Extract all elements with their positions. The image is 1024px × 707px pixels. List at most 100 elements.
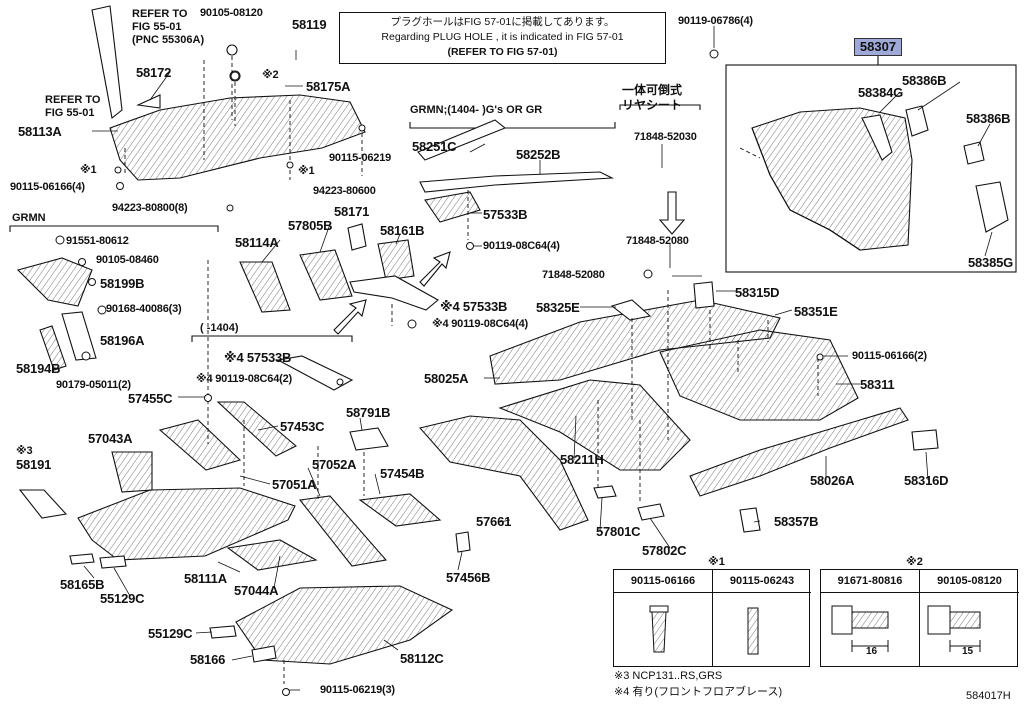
part-label[interactable]: ※4 90119-08C64(4) bbox=[432, 318, 528, 330]
part-label[interactable]: 58114A bbox=[235, 235, 279, 250]
dimension-16: 16 bbox=[866, 646, 878, 657]
part-label[interactable]: 58191 bbox=[16, 457, 52, 472]
part-label[interactable]: 58386B bbox=[966, 111, 1011, 126]
group-grmn: GRMN bbox=[12, 212, 46, 224]
refer-top-line1: REFER TO bbox=[132, 8, 188, 20]
note-mark-1: ※1 bbox=[80, 164, 97, 176]
part-label[interactable]: 58251C bbox=[412, 139, 457, 154]
part-label[interactable]: 58113A bbox=[18, 124, 62, 139]
part-label[interactable]: 58025A bbox=[424, 371, 469, 386]
legend-note2-title: ※2 bbox=[906, 556, 923, 568]
seat-caption-jp-1: 一体可倒式 bbox=[622, 83, 683, 97]
note-mark-1: ※1 bbox=[298, 165, 315, 177]
part-label[interactable]: 91551-80612 bbox=[66, 235, 129, 247]
part-label[interactable]: 58111A bbox=[184, 571, 227, 586]
part-label[interactable]: 58171 bbox=[334, 204, 370, 219]
part-label[interactable]: 90105-08460 bbox=[96, 254, 159, 266]
part-label[interactable]: ※4 90119-08C64(2) bbox=[196, 373, 292, 385]
dash-panel-58307 bbox=[751, 105, 1009, 251]
part-label[interactable]: 57043A bbox=[88, 431, 133, 446]
part-label[interactable]: 57052A bbox=[312, 457, 357, 472]
part-label[interactable]: 57802C bbox=[642, 543, 687, 558]
part-label[interactable]: 57801C bbox=[596, 524, 641, 539]
note-line-refer: (REFER TO FIG 57-01) bbox=[447, 46, 558, 58]
part-label[interactable]: 90119-06786(4) bbox=[678, 15, 753, 27]
part-label[interactable]: 58194B bbox=[16, 361, 61, 376]
part-label[interactable]: 57453C bbox=[280, 419, 325, 434]
part-label[interactable]: 58325E bbox=[536, 300, 580, 315]
part-label[interactable]: 58026A bbox=[810, 473, 855, 488]
part-label[interactable]: 58311 bbox=[860, 377, 895, 392]
part-label[interactable]: 58165B bbox=[60, 577, 105, 592]
legend-note1-title: ※1 bbox=[708, 556, 725, 568]
diagram-id: 584017H bbox=[966, 690, 1011, 702]
refer-top-line3: (PNC 55306A) bbox=[132, 34, 205, 46]
part-label[interactable]: 58316D bbox=[904, 473, 949, 488]
note-line-jp: プラグホールはFIG 57-01に掲載してあります。 bbox=[390, 16, 615, 28]
part-label[interactable]: 57051A bbox=[272, 477, 317, 492]
part-label[interactable]: 58196A bbox=[100, 333, 145, 348]
part-label[interactable]: 71848-52030 bbox=[634, 131, 697, 143]
part-label[interactable]: 57044A bbox=[234, 583, 279, 598]
legend-col-header[interactable]: 90115-06243 bbox=[713, 570, 811, 593]
part-label[interactable]: 58385G bbox=[968, 255, 1014, 270]
part-label[interactable]: 58172 bbox=[136, 65, 172, 80]
legend-col-header[interactable]: 91671-80816 bbox=[821, 570, 919, 593]
plug-hole-note: プラグホールはFIG 57-01に掲載してあります。 Regarding PLU… bbox=[339, 12, 666, 64]
part-label[interactable]: 90115-06219 bbox=[329, 152, 392, 164]
part-label[interactable]: 94223-80800(8) bbox=[112, 202, 188, 214]
part-label[interactable]: 90179-05011(2) bbox=[56, 379, 131, 391]
part-label[interactable]: 90168-40086(3) bbox=[106, 303, 182, 315]
part-label[interactable]: 94223-80600 bbox=[313, 185, 376, 197]
part-label[interactable]: 58211H bbox=[560, 452, 604, 467]
part-label[interactable]: ※4 57533B bbox=[440, 299, 508, 314]
note-mark-3: ※3 bbox=[16, 445, 33, 457]
legend-col-header[interactable]: 90105-08120 bbox=[920, 570, 1019, 593]
part-label[interactable]: 58119 bbox=[292, 17, 327, 32]
legend-table-note2: 91671-80816 90105-08120 bbox=[820, 569, 1019, 667]
part-label[interactable]: 58166 bbox=[190, 652, 226, 667]
part-label[interactable]: 55129C bbox=[148, 626, 193, 641]
legend-col-header[interactable]: 90115-06166 bbox=[614, 570, 712, 593]
part-label[interactable]: 90115-06166(2) bbox=[852, 350, 927, 362]
part-label[interactable]: 57456B bbox=[446, 570, 491, 585]
part-label[interactable]: 57454B bbox=[380, 466, 425, 481]
part-label[interactable]: 90115-06219(3) bbox=[320, 684, 395, 696]
part-label[interactable]: 58351E bbox=[794, 304, 838, 319]
part-label[interactable]: 58791B bbox=[346, 405, 391, 420]
legend-table-note1: 90115-06166 90115-06243 bbox=[613, 569, 811, 667]
part-label[interactable]: 90119-08C64(4) bbox=[483, 240, 560, 252]
part-label[interactable]: 71848-52080 bbox=[542, 269, 605, 281]
refer-left-line1: REFER TO bbox=[45, 94, 101, 106]
part-58307-highlighted[interactable]: 58307 bbox=[854, 38, 902, 56]
part-label[interactable]: 57455C bbox=[128, 391, 173, 406]
part-label[interactable]: 58386B bbox=[902, 73, 947, 88]
seat-caption-jp-2: リヤシート bbox=[622, 98, 683, 112]
part-label[interactable]: 58357B bbox=[774, 514, 819, 529]
part-label[interactable]: 58199B bbox=[100, 276, 145, 291]
part-label[interactable]: 58384G bbox=[858, 85, 904, 100]
footnote-4: ※4 有り(フロントフロアブレース) bbox=[614, 686, 783, 698]
part-label[interactable]: 58315D bbox=[735, 285, 780, 300]
footnote-3: ※3 NCP131..RS,GRS bbox=[614, 670, 723, 682]
note-line-en: Regarding PLUG HOLE , it is indicated in… bbox=[381, 31, 624, 43]
part-label[interactable]: 71848-52080 bbox=[626, 235, 689, 247]
part-label[interactable]: ※4 57533B bbox=[224, 350, 292, 365]
refer-top-line2: FIG 55-01 bbox=[132, 21, 182, 33]
part-label[interactable]: 90105-08120 bbox=[200, 7, 263, 19]
part-label[interactable]: 58175A bbox=[306, 79, 351, 94]
dimension-15: 15 bbox=[962, 646, 974, 657]
part-label[interactable]: 55129C bbox=[100, 591, 145, 606]
part-label[interactable]: 57805B bbox=[288, 218, 333, 233]
group-grmn-1404: GRMN;(1404- )G's OR GR bbox=[410, 104, 543, 116]
note-mark-2: ※2 bbox=[262, 69, 279, 81]
part-label[interactable]: 90115-06166(4) bbox=[10, 181, 85, 193]
part-label[interactable]: 58252B bbox=[516, 147, 561, 162]
part-label[interactable]: 57661 bbox=[476, 514, 512, 529]
part-label[interactable]: 57533B bbox=[483, 207, 528, 222]
part-label[interactable]: 58161B bbox=[380, 223, 425, 238]
refer-left-line2: FIG 55-01 bbox=[45, 107, 95, 119]
part-label[interactable]: 58112C bbox=[400, 651, 444, 666]
